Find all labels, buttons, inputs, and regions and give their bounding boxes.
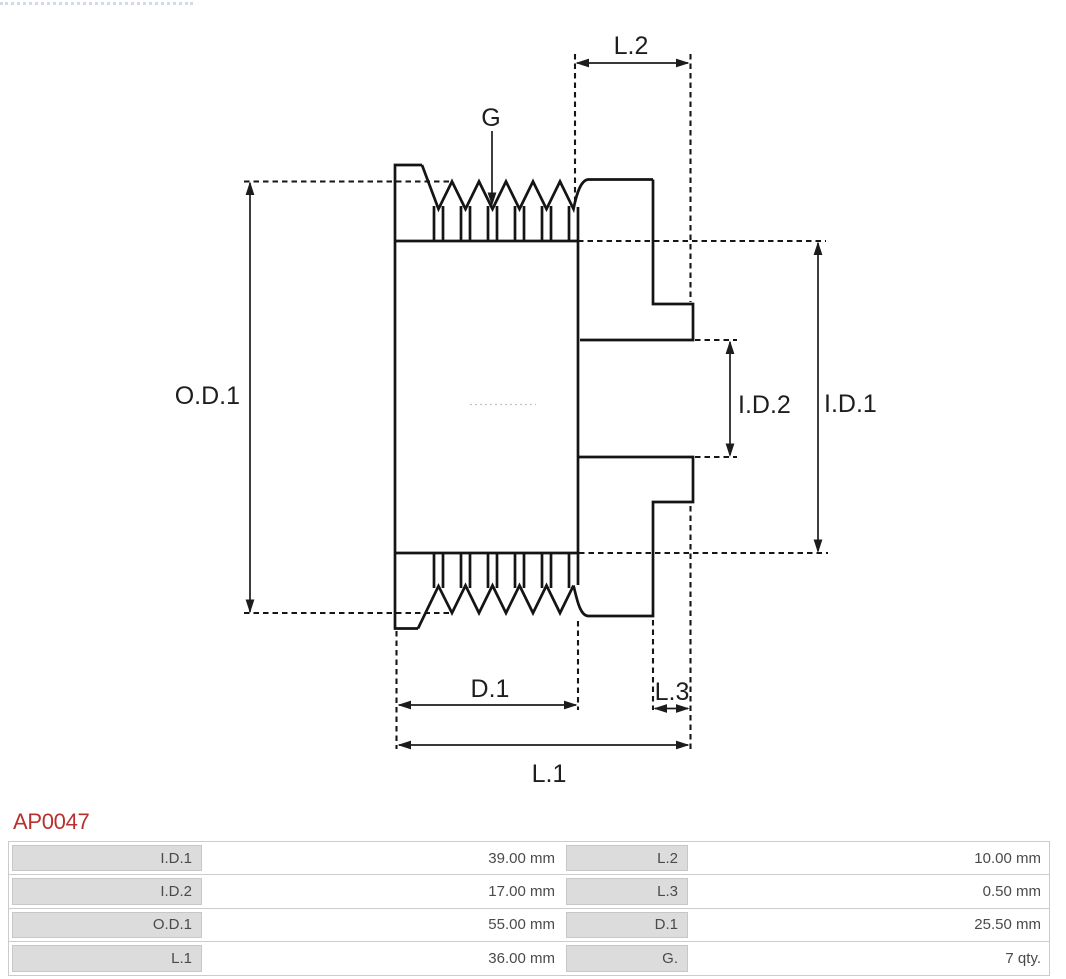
spec-label-d1: D.1 xyxy=(563,909,691,941)
dim-label-od1: O.D.1 xyxy=(175,382,240,410)
spec-label-text: D.1 xyxy=(566,911,688,939)
spec-row: I.D.1 39.00 mm L.2 10.00 mm xyxy=(9,842,1049,874)
spec-label-id2: I.D.2 xyxy=(9,875,205,907)
spec-label-l1: L.1 xyxy=(9,942,205,974)
spec-label-l2: L.2 xyxy=(563,842,691,874)
spec-value-l2: 10.00 mm xyxy=(974,849,1041,867)
dim-label-id1: I.D.1 xyxy=(824,390,877,418)
spec-row: O.D.1 55.00 mm D.1 25.50 mm xyxy=(9,907,1049,941)
spec-value-id1: 39.00 mm xyxy=(488,849,555,867)
dim-label-g: G xyxy=(481,104,500,132)
spec-label-text: I.D.2 xyxy=(12,878,202,905)
spec-value-d1: 25.50 mm xyxy=(974,916,1041,934)
dim-label-l3: L.3 xyxy=(655,678,690,706)
spec-label-text: L.3 xyxy=(566,878,688,905)
spec-label-g: G. xyxy=(563,942,691,974)
spec-label-text: O.D.1 xyxy=(12,911,202,939)
dim-label-l1: L.1 xyxy=(532,760,567,788)
spec-label-id1: I.D.1 xyxy=(9,842,205,874)
spec-label-text: I.D.1 xyxy=(12,845,202,872)
dimension-arrowheads xyxy=(245,58,823,750)
extension-lines xyxy=(244,54,828,749)
watermark-remnant xyxy=(0,2,193,5)
spec-value-l3: 0.50 mm xyxy=(982,883,1041,901)
dim-label-d1: D.1 xyxy=(471,675,510,703)
dimension-lines xyxy=(249,62,819,746)
spec-table: I.D.1 39.00 mm L.2 10.00 mm I.D.2 17.00 … xyxy=(8,841,1050,976)
dim-label-id2: I.D.2 xyxy=(738,391,791,419)
spec-row: L.1 36.00 mm G. 7 qty. xyxy=(9,941,1049,974)
dim-label-l2: L.2 xyxy=(614,32,649,60)
spec-label-l3: L.3 xyxy=(563,875,691,907)
spec-value-od1: 55.00 mm xyxy=(488,916,555,934)
spec-label-od1: O.D.1 xyxy=(9,909,205,941)
spec-label-text: L.1 xyxy=(12,945,202,972)
part-number: AP0047 xyxy=(13,809,90,834)
spec-value-l1: 36.00 mm xyxy=(488,949,555,967)
pulley-outline xyxy=(393,163,695,630)
spec-label-text: G. xyxy=(566,945,688,972)
spec-value-id2: 17.00 mm xyxy=(488,883,555,901)
technical-drawing: L.2 G O.D.1 I.D.2 I.D.1 D.1 L.3 L.1 xyxy=(175,32,877,788)
spec-value-g: 7 qty. xyxy=(1005,949,1041,967)
spec-row: I.D.2 17.00 mm L.3 0.50 mm xyxy=(9,874,1049,907)
spec-label-text: L.2 xyxy=(566,845,688,872)
